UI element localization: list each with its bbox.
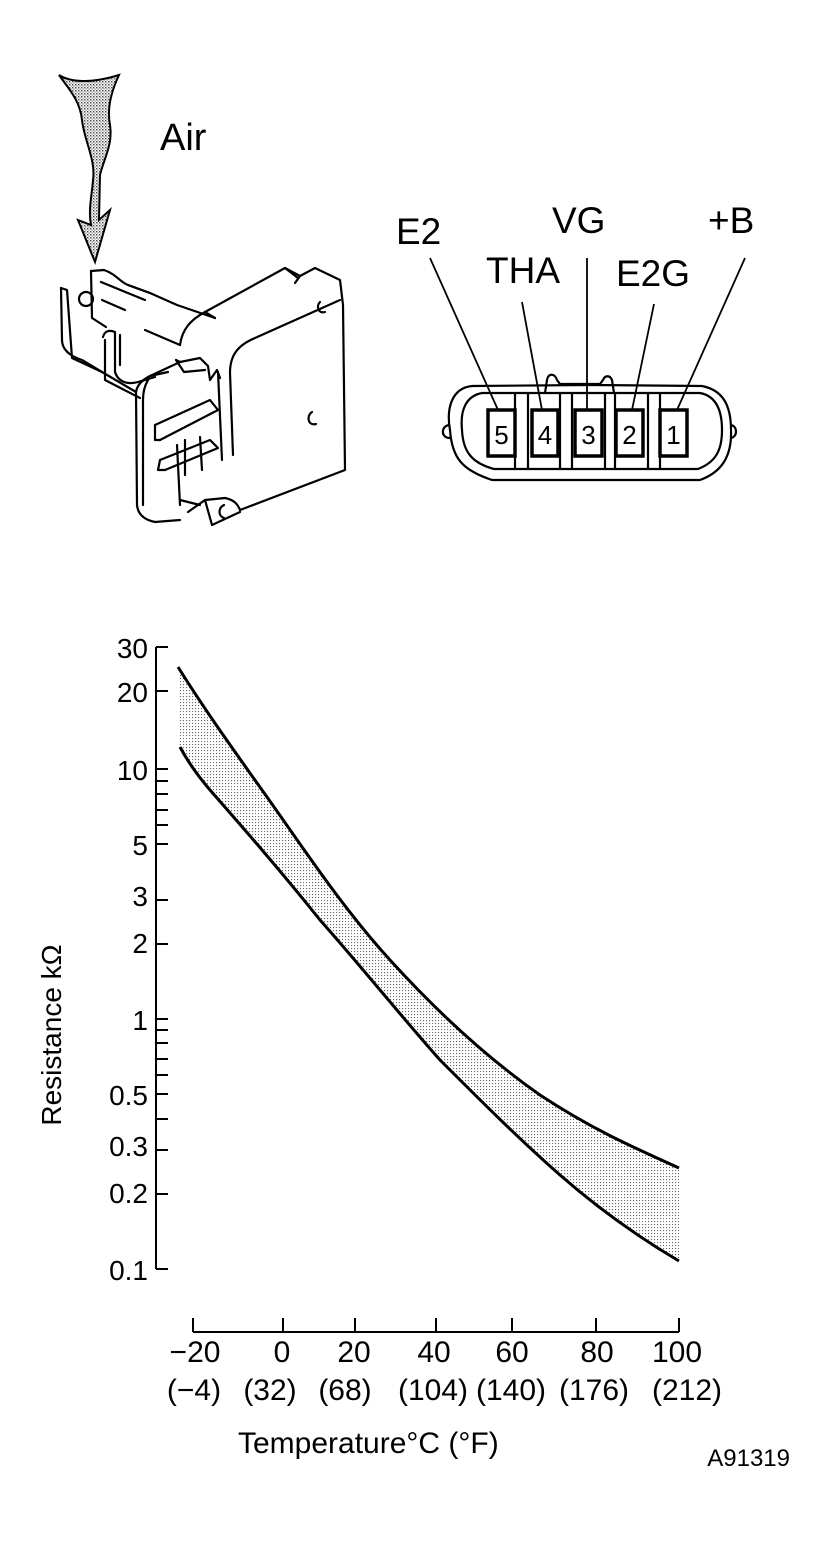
svg-text:0.3: 0.3	[109, 1131, 148, 1162]
x-axis-ticks	[192, 1318, 680, 1332]
connector-pin-3: 3	[573, 408, 604, 458]
svg-text:2: 2	[622, 420, 636, 450]
svg-text:(68): (68)	[318, 1374, 371, 1407]
svg-text:(212): (212)	[652, 1374, 722, 1407]
connector-pin-2: 2	[614, 408, 645, 458]
svg-text:(−4): (−4)	[167, 1374, 221, 1407]
upper-limit-curve	[176, 666, 680, 1170]
svg-text:40: 40	[417, 1336, 450, 1369]
mass-air-flow-sensor-illustration	[59, 266, 347, 527]
connector-pin-4: 4	[530, 408, 560, 458]
svg-text:1: 1	[666, 420, 680, 450]
svg-text:30: 30	[117, 633, 148, 664]
svg-text:20: 20	[117, 677, 148, 708]
x-axis-tick-labels-fahrenheit: (−4) (32) (68) (104) (140) (176) (212)	[167, 1374, 722, 1407]
svg-text:3: 3	[581, 420, 595, 450]
lower-limit-curve	[178, 746, 680, 1263]
connector-pin-1: 1	[658, 408, 689, 458]
air-flow-arrow-icon	[58, 73, 121, 266]
svg-text:(176): (176)	[559, 1374, 629, 1407]
tolerance-band	[178, 667, 679, 1261]
y-axis-ticks	[156, 646, 168, 1270]
svg-text:80: 80	[580, 1336, 613, 1369]
y-axis-tick-labels: 30 20 10 5 3 2 1 0.5 0.3 0.2 0.1	[109, 633, 148, 1286]
svg-text:10: 10	[117, 755, 148, 786]
svg-text:60: 60	[495, 1336, 528, 1369]
svg-text:4: 4	[538, 420, 552, 450]
pin-leader-lines	[429, 257, 746, 411]
svg-text:2: 2	[132, 928, 148, 959]
svg-text:1: 1	[132, 1005, 148, 1036]
figure-id: A91319	[707, 1445, 790, 1472]
svg-text:3: 3	[132, 881, 148, 912]
pin-label-e2g: E2G	[616, 253, 690, 294]
svg-text:100: 100	[652, 1336, 702, 1369]
pin-label-plus-b: +B	[708, 200, 754, 241]
svg-text:0: 0	[274, 1336, 291, 1369]
pin-label-vg: VG	[552, 200, 605, 241]
air-label: Air	[160, 117, 207, 159]
pin-label-tha: THA	[486, 250, 560, 291]
svg-text:5: 5	[494, 420, 508, 450]
x-axis-label: Temperature°C (°F)	[238, 1427, 499, 1460]
x-axis-tick-labels-celsius: −20 0 20 40 60 80 100	[170, 1336, 702, 1369]
svg-text:0.1: 0.1	[109, 1255, 148, 1286]
pin-label-e2: E2	[396, 211, 441, 252]
svg-text:0.5: 0.5	[109, 1080, 148, 1111]
y-axis-label: Resistance kΩ	[36, 944, 67, 1125]
resistance-temperature-chart: 30 20 10 5 3 2 1 0.5 0.3 0.2 0.1 Resista…	[36, 633, 722, 1460]
svg-text:0.2: 0.2	[109, 1178, 148, 1209]
svg-text:(104): (104)	[398, 1374, 468, 1407]
svg-text:20: 20	[337, 1336, 370, 1369]
svg-text:(32): (32)	[243, 1374, 296, 1407]
svg-text:5: 5	[132, 830, 148, 861]
connector-pin-5: 5	[486, 408, 517, 458]
svg-text:(140): (140)	[476, 1374, 546, 1407]
svg-text:−20: −20	[170, 1336, 221, 1369]
